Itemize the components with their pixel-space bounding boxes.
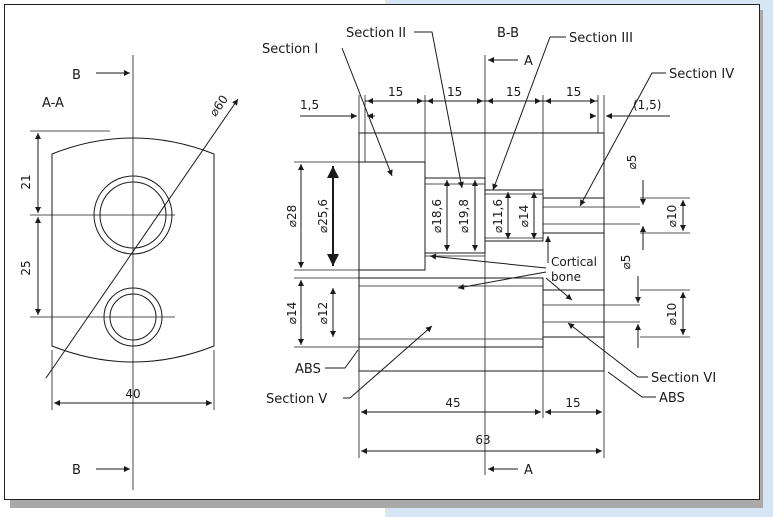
label-section-v: Section V [266,392,327,407]
leader-section-vi [567,322,648,378]
dim-63: 63 [475,433,490,447]
label-section-ii: Section II [346,26,406,41]
leader-cortical-vi [545,277,573,301]
leader-cortical-v [457,271,547,290]
view-a-a: 21 25 40 ⌀60 A-A B B [19,55,239,490]
dim-d14-left: ⌀14 [285,302,299,325]
dim-d25-6: ⌀25,6 [316,199,330,233]
label-cortical-line1: Cortical [551,255,597,269]
leader-abs-left [325,349,359,369]
dim-d19-8: ⌀19,8 [457,199,471,233]
view-a-a-outline [51,137,215,363]
dim-25: 25 [19,260,33,275]
view-b-b: ⌀28 ⌀25,6 ⌀14 ⌀12 ⌀18,6 ⌀19,8 ⌀11,6 ⌀14 … [262,26,734,478]
dim-d5-bottom: ⌀5 [619,255,633,270]
leader-section-iv [579,72,666,207]
dim-top-15a: 15 [388,85,403,99]
label-section-vi: Section VI [651,371,716,386]
cut-label-a-bottom: A [524,463,533,478]
dim-45: 45 [445,396,460,410]
dim-top-15b: 15 [447,85,462,99]
dim-d14-top: ⌀14 [517,205,531,228]
leader-section-iii [492,36,566,191]
dim-d5-top: ⌀5 [625,155,639,170]
cut-label-b-top: B [72,68,81,83]
dim-top-15c: 15 [506,85,521,99]
dim-d11-6: ⌀11,6 [491,199,505,233]
cut-label-a-top: A [524,54,533,69]
dim-d10-bottom: ⌀10 [665,303,679,326]
dim-15-bottom: 15 [565,396,580,410]
view-title-b-b: B-B [497,26,519,41]
leader-abs-right [607,371,656,398]
leader-cortical-ii [429,253,547,269]
dim-top-15d: 15 [566,85,581,99]
drawing-frame [4,4,760,500]
leader-section-i [341,47,393,177]
cut-label-b-bottom: B [72,463,81,478]
label-abs-right: ABS [659,391,685,406]
dim-line-60 [45,98,239,379]
dim-1-5: 1,5 [300,98,319,112]
dim-40: 40 [125,387,140,401]
label-section-iii: Section III [569,31,633,46]
abs-body-outline [358,132,605,372]
dim-p1-5: (1,5) [633,98,661,112]
lower-channel-bottom [359,336,604,348]
label-abs-left: ABS [295,362,321,377]
label-section-iv: Section IV [669,67,734,82]
dim-d12: ⌀12 [316,302,330,325]
dim-d18-6: ⌀18,6 [430,199,444,233]
dim-21: 21 [19,174,33,189]
leader-section-v [343,325,433,399]
leader-section-ii [414,31,464,189]
dim-d10-top: ⌀10 [665,205,679,228]
view-title-a-a: A-A [42,96,64,111]
dim-d28: ⌀28 [285,205,299,228]
upper-channel-top [359,161,604,199]
label-cortical-line2: bone [551,270,581,284]
label-section-i: Section I [262,42,318,57]
